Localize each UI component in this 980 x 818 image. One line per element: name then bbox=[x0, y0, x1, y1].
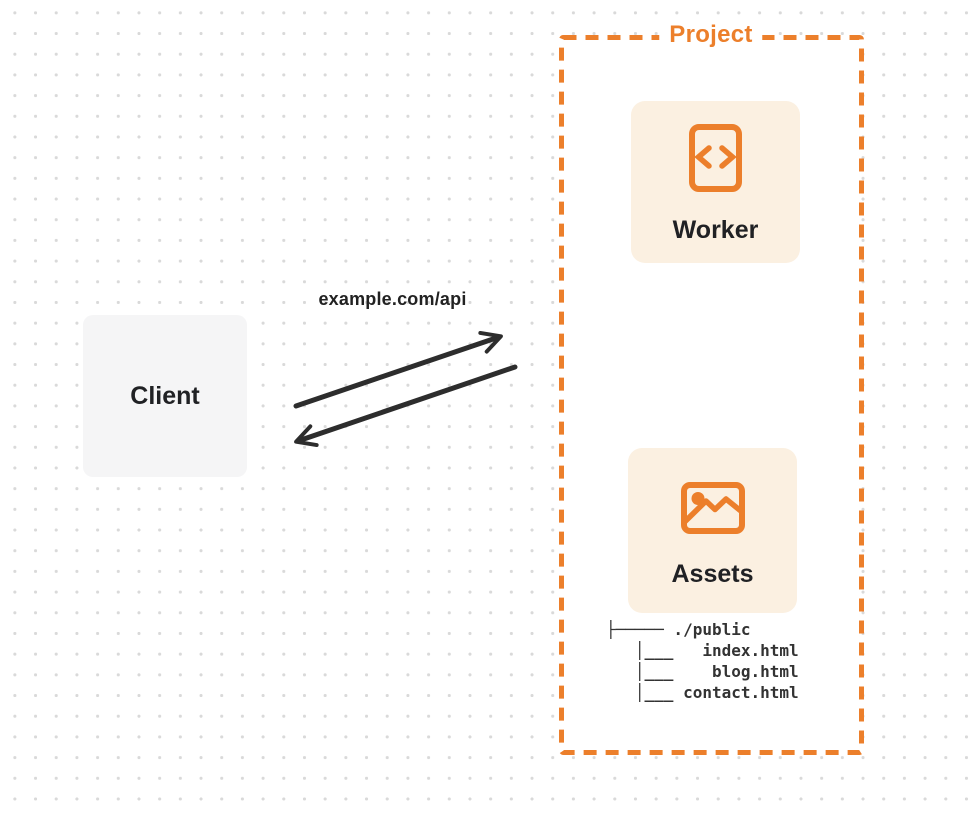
client-node: Client bbox=[83, 315, 247, 477]
client-label: Client bbox=[130, 381, 200, 410]
request-arrow bbox=[293, 330, 503, 409]
image-icon bbox=[680, 482, 745, 534]
code-file-icon bbox=[689, 123, 742, 192]
project-label: Project bbox=[659, 21, 763, 49]
assets-label: Assets bbox=[671, 560, 754, 588]
worker-label: Worker bbox=[672, 215, 759, 244]
request-url-label: example.com/api bbox=[318, 289, 467, 309]
assets-file-tree: ├───── ./public │___ index.html │___ blo… bbox=[606, 620, 799, 702]
assets-node: Assets bbox=[628, 448, 797, 613]
worker-node: Worker bbox=[631, 101, 800, 263]
response-arrow bbox=[294, 364, 518, 448]
